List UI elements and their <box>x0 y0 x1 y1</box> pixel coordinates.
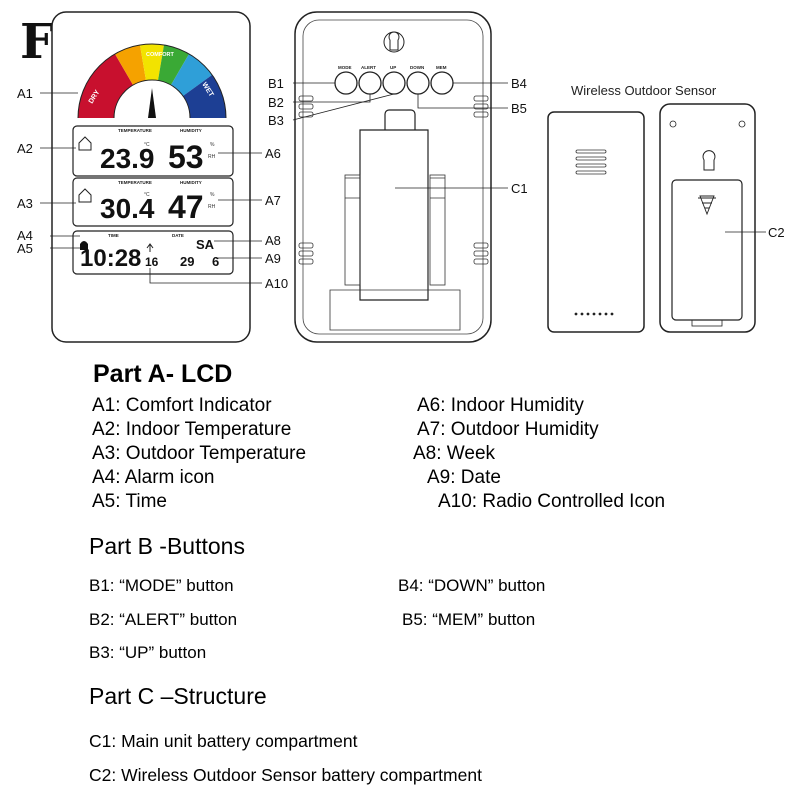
legend-item-a10: A10: Radio Controlled Icon <box>438 491 666 512</box>
sensor-title: Wireless Outdoor Sensor <box>571 83 717 98</box>
indoor-humidity-value: 53 <box>168 139 204 175</box>
callout-a7: A7 <box>265 193 281 208</box>
week-value: SA <box>196 237 215 252</box>
outdoor-humidity-rh: RH <box>208 204 216 210</box>
time-value: 10:28 <box>80 245 141 272</box>
outdoor-humidity-pct: % <box>210 192 215 198</box>
outdoor-humidity-value: 47 <box>168 189 204 225</box>
legend-item-a4: A4: Alarm icon <box>92 467 215 488</box>
legend-item-a2: A2: Indoor Temperature <box>92 419 292 440</box>
legend-item-b5: B5: “MEM” button <box>402 610 536 629</box>
indoor-temp-unit: °C <box>144 142 150 148</box>
gauge-needle <box>148 88 156 118</box>
radio-controlled-icon <box>146 243 154 252</box>
main-unit-back: MODE ALERT UP DOWN MEM <box>294 11 492 343</box>
lcd-outdoor-panel: TEMPERATURE HUMIDITY 30.4 °C 47 % RH <box>72 177 234 227</box>
callout-b4: B4 <box>511 76 527 91</box>
callout-c2: C2 <box>768 225 785 240</box>
header-time: TIME <box>108 233 119 238</box>
alarm-icon <box>80 241 88 250</box>
callout-a2: A2 <box>17 141 33 156</box>
gauge-label-comfort: COMFORT <box>146 52 174 58</box>
callout-a10: A10 <box>265 276 288 291</box>
part-b-title: Part B -Buttons <box>89 533 245 559</box>
outdoor-temp-unit: °C <box>144 192 150 198</box>
legend-item-c2: C2: Wireless Outdoor Sensor battery comp… <box>89 765 482 785</box>
indoor-temp-value: 23.9 <box>100 143 155 174</box>
indoor-humidity-pct: % <box>210 142 215 148</box>
side-vents <box>298 95 489 265</box>
legend-item-a9: A9: Date <box>427 467 501 488</box>
sensor-back <box>659 103 756 333</box>
date-day-value: 29 <box>180 254 194 269</box>
header-date: DATE <box>172 233 184 238</box>
comfort-gauge: DRY COMFORT WET <box>77 43 227 119</box>
house-icon <box>78 136 92 151</box>
callout-a8: A8 <box>265 233 281 248</box>
callout-c1: C1 <box>511 181 528 196</box>
sensor-front <box>547 111 645 333</box>
button-label-down: DOWN <box>410 65 424 70</box>
callout-a6: A6 <box>265 146 281 161</box>
seconds-value: 16 <box>145 255 159 269</box>
callout-a4: A4 <box>17 228 33 243</box>
callout-a9: A9 <box>265 251 281 266</box>
legend-item-b4: B4: “DOWN” button <box>398 576 546 595</box>
lcd-time-panel: TIME DATE 10:28 16 SA 29 6 <box>72 230 234 275</box>
leader-lines <box>40 82 766 284</box>
button-label-alert: ALERT <box>361 65 376 70</box>
callout-a1: A1 <box>17 86 33 101</box>
header-temperature: TEMPERATURE <box>118 128 152 133</box>
legend-item-b3: B3: “UP” button <box>89 643 207 662</box>
legend-item-a7: A7: Outdoor Humidity <box>417 419 599 440</box>
part-c-title: Part C –Structure <box>89 683 267 709</box>
part-a-title: Part A- LCD <box>93 360 233 388</box>
header-humidity: HUMIDITY <box>180 128 202 133</box>
outdoor-temp-value: 30.4 <box>100 193 155 224</box>
callout-a3: A3 <box>17 196 33 211</box>
legend-item-b1: B1: “MODE” button <box>89 576 234 595</box>
outdoor-house-icon <box>78 188 92 203</box>
callout-b1: B1 <box>268 76 284 91</box>
callout-labels: A1 A2 A3 A4 A5 A6 A7 A8 A9 A10 B1 B2 B3 … <box>17 76 785 291</box>
legend-item-c1: C1: Main unit battery compartment <box>89 731 358 751</box>
battery-compartment-main <box>329 109 461 331</box>
legend-item-a8: A8: Week <box>413 443 496 464</box>
sensor-led-dots <box>574 312 614 316</box>
callout-a5: A5 <box>17 241 33 256</box>
header-temperature-2: TEMPERATURE <box>118 180 152 185</box>
callout-b5: B5 <box>511 101 527 116</box>
button-label-mode: MODE <box>338 65 352 70</box>
battery-compartment-sensor <box>671 179 743 327</box>
button-label-mem: MEM <box>436 65 447 70</box>
legend-item-a5: A5: Time <box>92 491 167 512</box>
callout-b2: B2 <box>268 95 284 110</box>
legend-item-b2: B2: “ALERT” button <box>89 610 238 629</box>
indoor-humidity-rh: RH <box>208 154 216 160</box>
callout-b3: B3 <box>268 113 284 128</box>
product-diagram: DRY COMFORT WET TEMPERATURE HUMIDITY 23.… <box>17 11 785 343</box>
keyhole-icon <box>383 31 405 53</box>
date-month-value: 6 <box>212 254 219 269</box>
sensor-keyhole-icon <box>702 150 716 171</box>
sensor-vent-slots <box>575 149 607 175</box>
legend-item-a3: A3: Outdoor Temperature <box>92 443 307 464</box>
main-unit-front: DRY COMFORT WET TEMPERATURE HUMIDITY 23.… <box>51 11 251 343</box>
legend-item-a6: A6: Indoor Humidity <box>417 395 584 416</box>
header-humidity-2: HUMIDITY <box>180 180 202 185</box>
legend-item-a1: A1: Comfort Indicator <box>92 395 272 416</box>
button-label-up: UP <box>390 65 396 70</box>
lcd-indoor-panel: TEMPERATURE HUMIDITY 23.9 °C 53 % RH <box>72 125 234 177</box>
